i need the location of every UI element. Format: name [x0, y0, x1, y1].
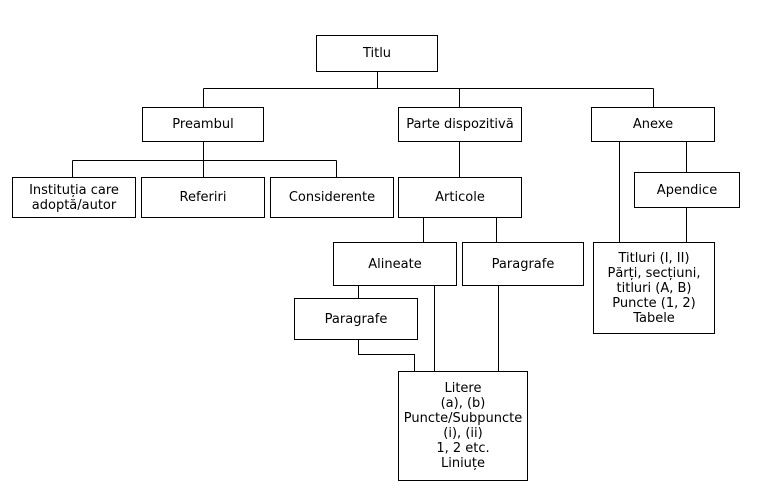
node-articole-label: Articole — [435, 190, 485, 205]
node-considerente: Considerente — [270, 177, 394, 218]
node-apendice-label: Apendice — [656, 182, 718, 198]
node-titluri-line-2: Părți, secțiuni, — [607, 265, 701, 281]
edge-paragrafe-litere — [358, 340, 415, 371]
edge-preambul-children — [72, 142, 337, 177]
edge-titlu-children — [203, 72, 654, 107]
node-litere-line-5: 1, 2 etc. — [436, 441, 490, 456]
node-considerente-label: Considerente — [288, 190, 376, 205]
node-litere: Litere (a), (b) Puncte/Subpuncte (i), (i… — [398, 371, 528, 481]
node-litere-line-1: Litere — [444, 381, 482, 396]
node-titluri: Titluri (I, II) Părți, secțiuni, titluri… — [593, 242, 715, 334]
node-litere-line-2: (a), (b) — [440, 396, 486, 411]
node-parte-dispozitiva: Parte dispozitivă — [398, 107, 522, 142]
node-institutia: Instituția care adoptă/autor — [12, 177, 136, 218]
node-referiri-label: Referiri — [179, 190, 227, 205]
node-titlu-label: Titlu — [362, 46, 392, 61]
node-paragrafe-lower-label: Paragrafe — [324, 311, 388, 327]
node-titluri-line-5: Tabele — [633, 310, 675, 326]
node-institutia-line-2: adoptă/autor — [31, 197, 117, 213]
node-apendice: Apendice — [634, 172, 740, 208]
node-anexe: Anexe — [591, 107, 715, 142]
node-litere-line-6: Liniuțe — [440, 456, 486, 471]
node-titluri-line-3: titluri (A, B) — [616, 280, 692, 296]
node-preambul: Preambul — [142, 107, 264, 142]
node-anexe-label: Anexe — [632, 117, 674, 132]
node-paragrafe-right: Paragrafe — [462, 242, 584, 286]
node-titluri-line-4: Puncte (1, 2) — [612, 295, 696, 311]
node-titlu: Titlu — [316, 35, 438, 72]
node-preambul-label: Preambul — [172, 117, 234, 132]
node-articole: Articole — [398, 177, 522, 218]
node-referiri: Referiri — [141, 177, 265, 218]
node-paragrafe-lower: Paragrafe — [294, 298, 418, 340]
node-titluri-line-1: Titluri (I, II) — [618, 250, 690, 266]
node-litere-line-3: Puncte/Subpuncte — [403, 411, 523, 426]
node-alineate-label: Alineate — [368, 256, 422, 272]
node-parte-dispozitiva-label: Parte dispozitivă — [406, 117, 514, 132]
node-litere-line-4: (i), (ii) — [443, 426, 483, 441]
node-institutia-line-1: Instituția care — [29, 182, 119, 198]
node-paragrafe-right-label: Paragrafe — [491, 256, 555, 272]
node-alineate: Alineate — [333, 242, 457, 286]
